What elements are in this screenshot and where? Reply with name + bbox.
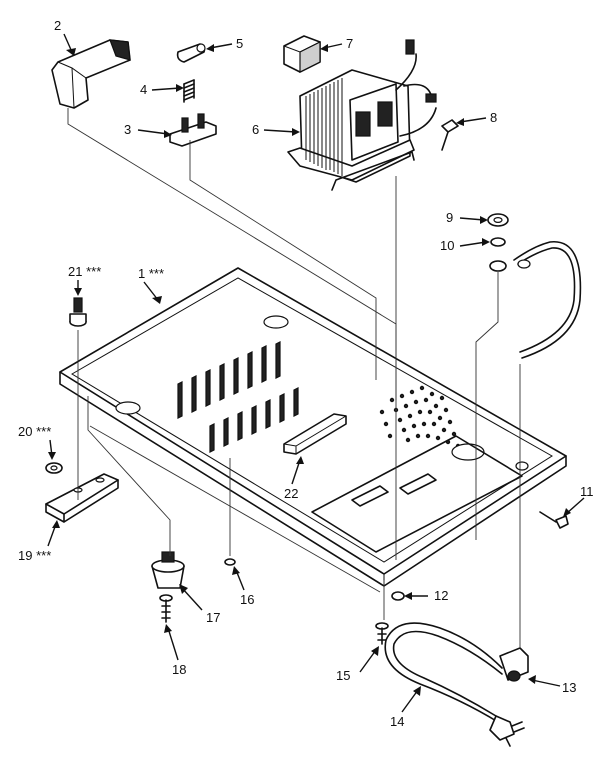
callout-10: 10 xyxy=(440,238,454,253)
part-8-screw xyxy=(441,119,459,151)
callout-labels: 2 5 4 3 7 6 8 9 10 21 *** 1 *** 20 *** 1… xyxy=(18,18,594,729)
part-21-standoff xyxy=(69,297,87,327)
part-7-cube xyxy=(283,35,321,73)
ground-wire xyxy=(513,241,582,359)
part-16-screw xyxy=(224,558,236,566)
part-18-screw xyxy=(159,594,173,623)
callout-13: 13 xyxy=(562,680,576,695)
callout-20: 20 *** xyxy=(18,424,51,439)
callout-1: 1 *** xyxy=(138,266,164,281)
callout-7: 7 xyxy=(346,36,353,51)
callout-6: 6 xyxy=(252,122,259,137)
callout-11: 11 xyxy=(580,484,594,499)
callout-5: 5 xyxy=(236,36,243,51)
callout-21: 21 *** xyxy=(68,264,101,279)
part-5-pin xyxy=(176,43,206,63)
part-9-nut xyxy=(487,213,509,227)
part-19-bracket xyxy=(45,473,119,523)
part-14-power-cord xyxy=(384,622,525,747)
part-13-cord-clamp xyxy=(499,647,529,682)
callout-19: 19 *** xyxy=(18,548,51,563)
callout-9: 9 xyxy=(446,210,453,225)
callout-18: 18 xyxy=(172,662,186,677)
callout-4: 4 xyxy=(140,82,147,97)
part-12-clip xyxy=(391,591,405,601)
part-20-nut xyxy=(45,462,63,474)
leader-lines xyxy=(47,33,585,713)
callout-8: 8 xyxy=(490,110,497,125)
part-17-foot xyxy=(151,551,185,589)
assembly-guide-lines xyxy=(67,108,521,648)
callout-3: 3 xyxy=(124,122,131,137)
part-10-washer xyxy=(489,237,507,272)
part-22-bar xyxy=(283,413,347,455)
callout-15: 15 xyxy=(336,668,350,683)
part-11-screw xyxy=(539,511,569,529)
callout-17: 17 xyxy=(206,610,220,625)
part-6-transformer xyxy=(287,39,437,191)
part-3-latch-bracket xyxy=(169,113,217,147)
part-15-screw xyxy=(375,622,389,645)
callout-22: 22 xyxy=(284,486,298,501)
part-2-l-duct xyxy=(51,39,131,109)
callout-2: 2 xyxy=(54,18,61,33)
callout-16: 16 xyxy=(240,592,254,607)
callout-12: 12 xyxy=(434,588,448,603)
callout-14: 14 xyxy=(390,714,404,729)
part-4-spring xyxy=(183,79,195,103)
